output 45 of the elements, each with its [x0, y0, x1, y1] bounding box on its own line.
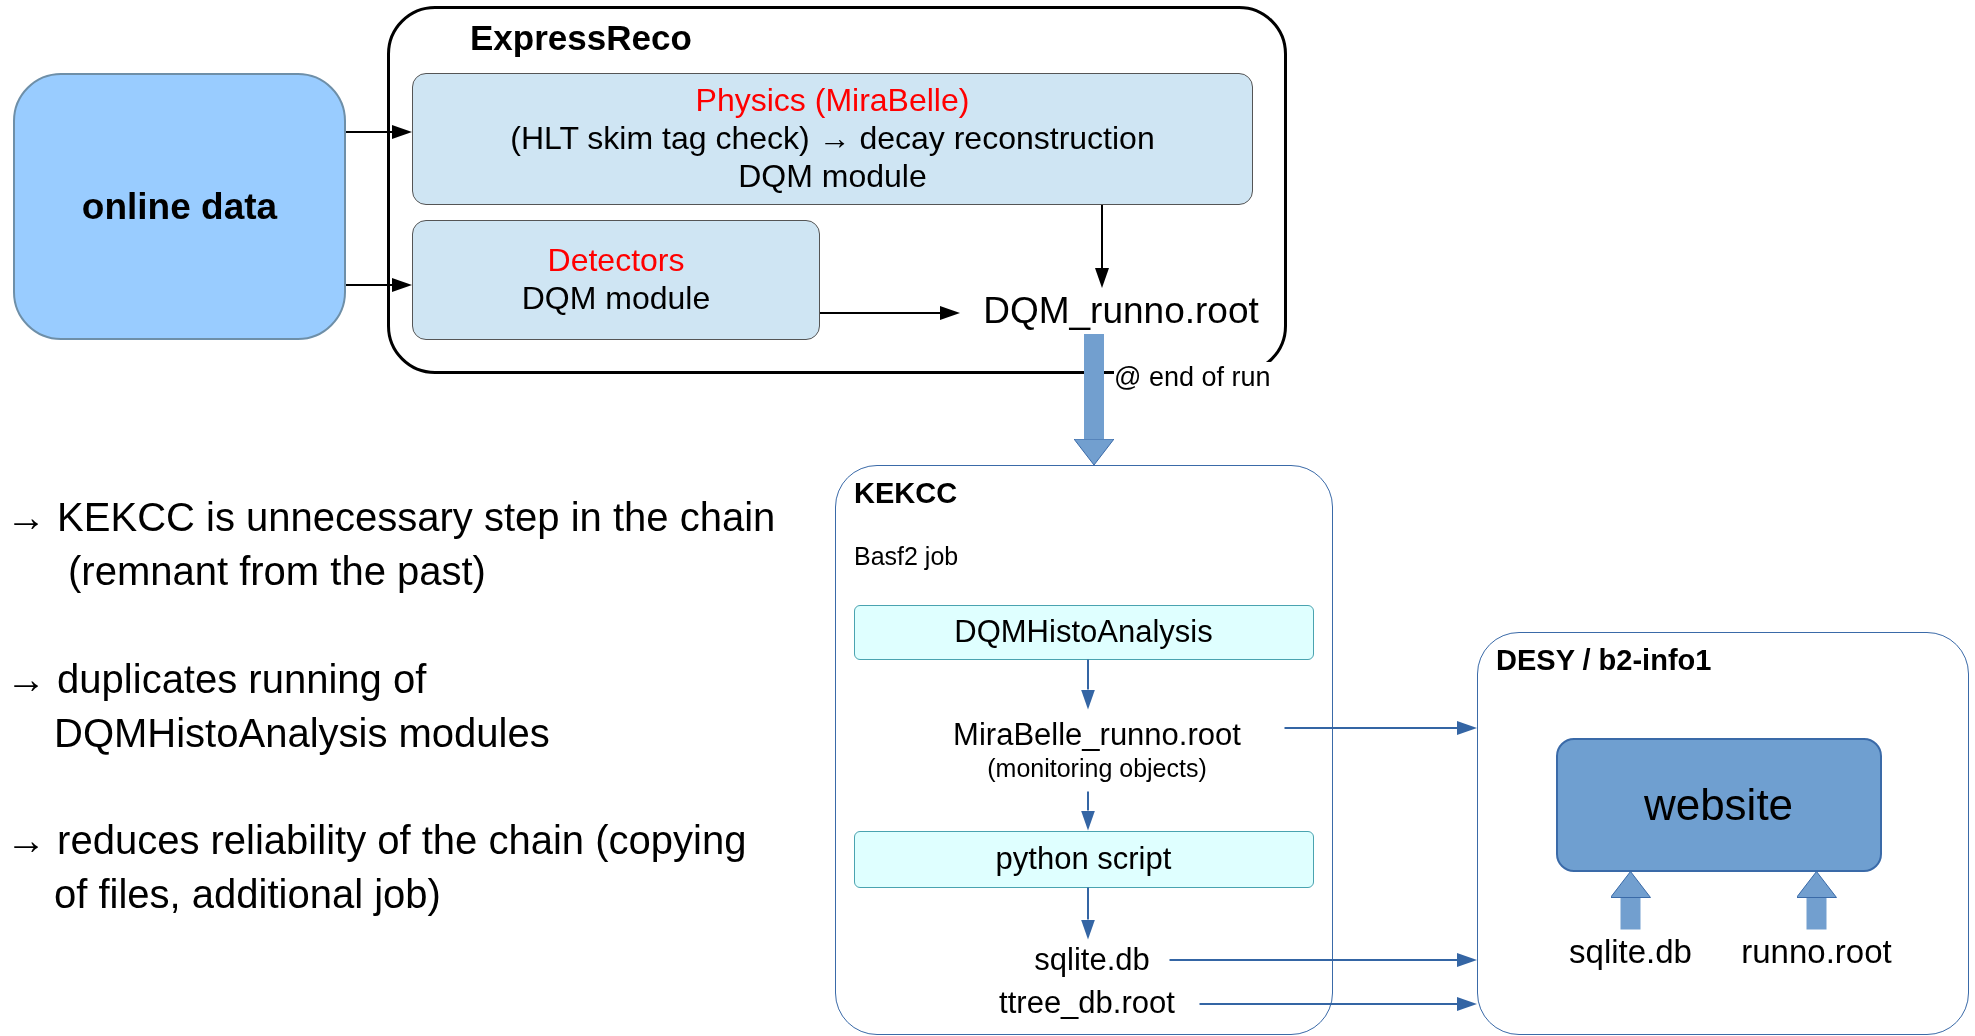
arrow [1198, 997, 1477, 1011]
arrow [345, 278, 412, 292]
file-label: sqlite.db [1555, 929, 1706, 974]
box-title: MiraBelle_runno.root [953, 717, 1241, 755]
arrow [1283, 721, 1477, 735]
box-text: DQM module [738, 157, 927, 196]
arrow [1081, 658, 1095, 710]
box-title: ExpressReco [470, 17, 693, 59]
module-box [412, 73, 1253, 205]
box-text: online data [81, 184, 278, 229]
arrow [819, 306, 960, 320]
arrow [1168, 953, 1477, 967]
box-text: DQMHistoAnalysis [954, 613, 1213, 651]
bullet-note: → KEKCC is unnecessary step in the chain (remnant from the past) [6, 494, 777, 595]
block-arrow [1796, 871, 1837, 930]
box-text: python script [995, 840, 1172, 878]
host-frame [835, 465, 1333, 1035]
box-title: Physics (MiraBelle) [695, 82, 970, 121]
process-box [853, 604, 1314, 660]
box-title: DESY / b2-info1 [1496, 643, 1713, 678]
arrow [1081, 790, 1095, 831]
edge-label: @ end of run [1114, 361, 1271, 393]
bullet-note: → duplicates running of DQMHistoAnalysis modules [6, 656, 551, 757]
box-text: (HLT skim tag check) → decay reconstruction [510, 120, 1155, 158]
box-title: Basf2 job [854, 542, 960, 572]
box-text: (monitoring objects) [987, 754, 1207, 784]
data-source-box [13, 73, 346, 340]
box-title: KEKCC [854, 476, 959, 511]
block-arrow [1610, 871, 1651, 930]
file-label: runno.root [1725, 929, 1908, 974]
bullet-note: → reduces reliability of the chain (copying of files, additional job) [6, 817, 748, 918]
arrow [1081, 886, 1095, 940]
host-frame [1477, 632, 1969, 1035]
block-arrow [1073, 334, 1115, 466]
process-box [853, 830, 1314, 888]
arrow [1095, 204, 1109, 288]
arrow [345, 125, 412, 139]
file-label: ttree_db.root [974, 982, 1200, 1023]
box-text: DQM module [521, 280, 711, 318]
file-label: DQM_runno.root [960, 288, 1282, 334]
website-box [1555, 737, 1882, 872]
file-label: sqlite.db [1014, 939, 1170, 980]
box-title: Detectors [547, 242, 685, 280]
box-text: website [1643, 778, 1794, 831]
module-box [412, 220, 820, 340]
